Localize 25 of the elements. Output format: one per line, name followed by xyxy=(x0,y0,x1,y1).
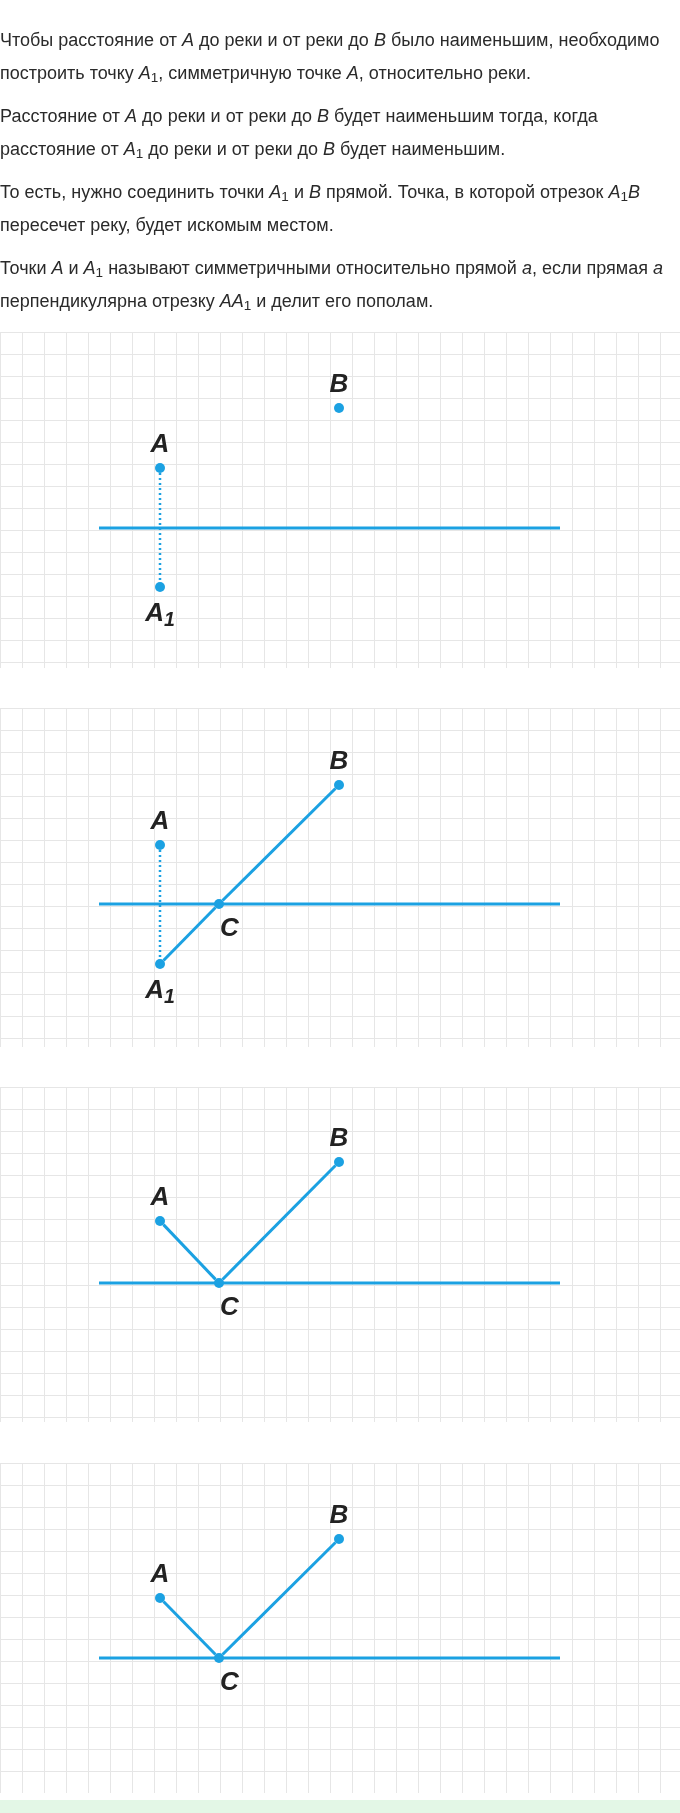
point-label: B xyxy=(329,369,349,397)
point-label: A xyxy=(150,806,170,834)
explanation-paragraph: Чтобы расстояние от A до реки и от реки до B было наименьшим, необходимо построить точку A$_{1}$, симметричную точке A, относительно реки. xyxy=(0,29,661,88)
explanation-paragraph: Точки A и A$_{1}$ называют симметричными относительно прямой a, если прямая a перпендикулярна отрезку AA$_{1}$ и делит его пополам. xyxy=(0,257,664,316)
point-label: B xyxy=(329,1500,349,1528)
point-label: C xyxy=(220,1292,239,1320)
dotted-segment xyxy=(158,473,162,582)
point-label: C xyxy=(220,913,239,941)
point-label: A$_{1}$ xyxy=(145,598,175,626)
segment-line xyxy=(221,1541,337,1656)
point-label: A xyxy=(150,1559,170,1587)
segment-line xyxy=(162,1600,217,1656)
point-label: A xyxy=(150,1182,170,1210)
dotted-segment xyxy=(158,850,162,959)
explanation-paragraph: То есть, нужно соединить точки A$_{1}$ и B прямой. Точка, в которой отрезок A$_{1}$B пересечет реку, будет искомым местом. xyxy=(0,181,641,237)
segment-line xyxy=(162,1223,217,1281)
point-label: A xyxy=(150,429,170,457)
point-label: B xyxy=(329,1123,349,1151)
segment-line xyxy=(221,787,337,902)
explanation-paragraph: Расстояние от A до реки и от реки до B будет наименьшим тогда, когда расстояние от A$_{1}$ до реки и от реки до B будет наименьшим. xyxy=(0,105,599,164)
point-label: C xyxy=(220,1667,239,1695)
segment-line xyxy=(162,906,217,962)
segment-line xyxy=(221,1164,337,1281)
point-label: B xyxy=(329,746,349,774)
point-label: A$_{1}$ xyxy=(145,975,175,1003)
